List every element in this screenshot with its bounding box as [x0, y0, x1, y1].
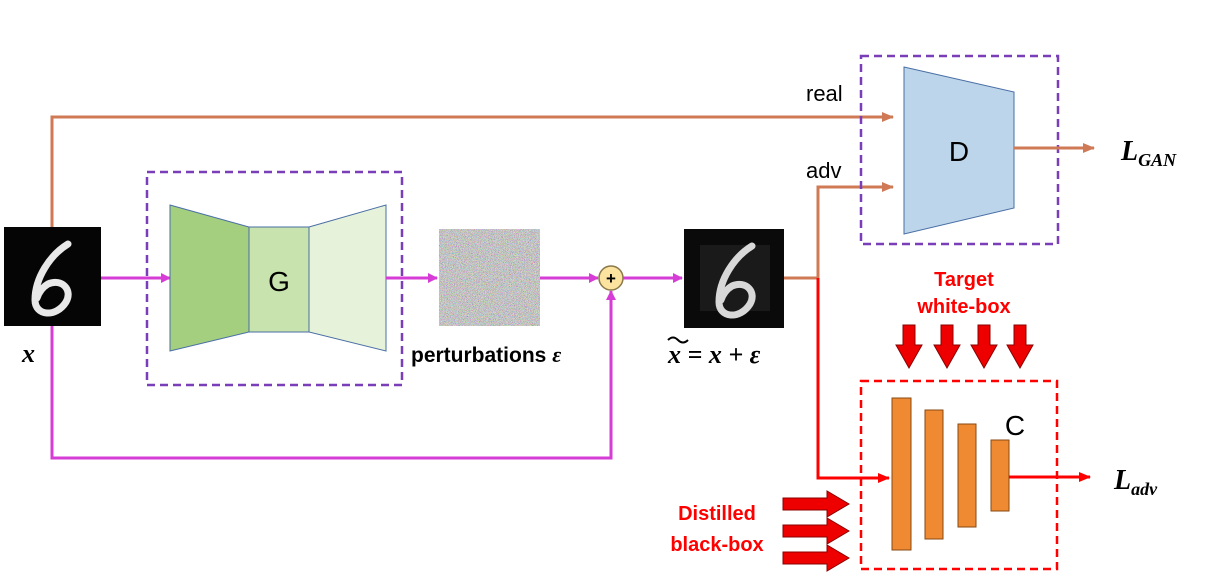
right-arrow [782, 490, 850, 518]
down-arrow [970, 324, 998, 370]
down-arrow [1006, 324, 1034, 370]
x-tilde: x [667, 340, 681, 369]
distilled-label-line1: Distilled [678, 503, 756, 525]
right-arrow [782, 517, 850, 545]
classifier-label: C [1005, 410, 1025, 441]
white-box-arrows [895, 324, 1034, 370]
perturbations-text: perturbations [411, 344, 552, 367]
perturbation-image [439, 229, 540, 326]
target-label-line1: Target [934, 269, 994, 291]
adv-label: adv [806, 158, 841, 183]
epsilon-symbol: ε [552, 342, 561, 367]
down-arrow [933, 324, 961, 370]
plus-symbol: + [606, 269, 616, 288]
generator-network [169, 204, 387, 352]
distilled-label-line2: black-box [670, 534, 763, 556]
equation-rest: = x + ε [681, 340, 761, 369]
classifier-dashed-box [859, 379, 1059, 571]
black-box-arrows [782, 490, 850, 572]
adversarial-equation: x = x + ε [667, 340, 761, 369]
tilde-mark [667, 336, 689, 344]
adversarial-image [684, 229, 784, 328]
target-label-line2: white-box [916, 296, 1010, 318]
adv-to-classifier-arrow [816, 278, 890, 483]
classifier-network [891, 397, 1010, 551]
discriminator-label: D [949, 136, 969, 167]
real-label: real [806, 81, 843, 106]
discriminator-dashed-box [859, 54, 1060, 246]
generator-label: G [268, 266, 290, 297]
real-flow-arrow [50, 112, 894, 227]
gan-loss-label: LGAN [1120, 136, 1177, 170]
skip-connection-arrow [50, 290, 616, 460]
right-arrow [782, 544, 850, 572]
down-arrow [895, 324, 923, 370]
gan-loss-subscript: GAN [1138, 150, 1177, 170]
adv-loss-label: Ladv [1113, 465, 1158, 499]
adv-loss-L: L [1113, 465, 1131, 496]
adv-flow-arrow [784, 182, 894, 280]
input-image [4, 227, 101, 326]
discriminator-network [903, 66, 1015, 235]
adv-loss-subscript: adv [1131, 479, 1158, 499]
perturbations-label: perturbations ε [411, 342, 561, 367]
gan-loss-L: L [1120, 136, 1138, 167]
input-x-label: x [21, 339, 35, 368]
